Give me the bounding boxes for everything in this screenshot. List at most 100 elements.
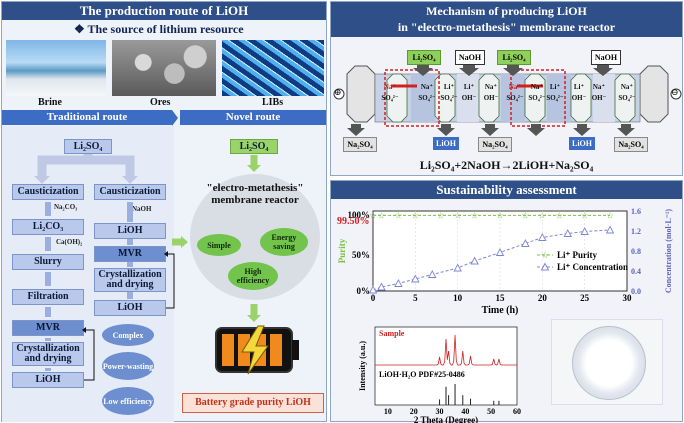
concentration-point bbox=[453, 263, 462, 272]
mechanism-title-line1: Mechanism of producing LiOH bbox=[426, 4, 587, 18]
cation-label: Li⁺ bbox=[549, 83, 561, 91]
col2-arrows bbox=[127, 202, 175, 309]
mechanism-title-line2: in "electro-metathesis" membrane reactor bbox=[397, 20, 616, 34]
x-tick-label: 30 bbox=[623, 293, 633, 303]
legend-purity-label: Li⁺ Purity bbox=[557, 250, 597, 260]
concentration-point bbox=[470, 256, 479, 265]
anion-label: SO₄²⁻ bbox=[418, 94, 436, 102]
mechanism-panel: Mechanism of producing LiOH in "electro-… bbox=[330, 1, 683, 176]
source-brine: Brine bbox=[38, 97, 62, 108]
y-left-tick-label: 0% bbox=[357, 286, 371, 296]
purity-point: ☆ bbox=[538, 210, 546, 220]
reagent-caoh2: Ca(OH)₂ bbox=[56, 238, 83, 246]
advantage-high-efficiency: High efficiency bbox=[228, 262, 278, 290]
col1-mvr: MVR bbox=[12, 320, 84, 336]
input-naoh-2: NaOH bbox=[591, 50, 621, 65]
production-route-title: The production route of LiOH bbox=[2, 2, 326, 20]
col2-causticization: Causticization bbox=[94, 184, 166, 200]
anion-label: OH⁻ bbox=[591, 94, 607, 102]
source-arrows bbox=[172, 110, 178, 126]
sample-trace bbox=[375, 334, 517, 366]
anion-label: SO₄²⁻ bbox=[440, 94, 458, 102]
cation-label: Li⁺ bbox=[443, 83, 455, 91]
xrd-x-tick-label: 10 bbox=[384, 407, 392, 416]
col1-causticization: Causticization bbox=[12, 184, 84, 200]
concentration-point bbox=[377, 282, 386, 291]
concentration-point bbox=[394, 279, 403, 287]
xrd-y-axis-label: Intensity (a.u.) bbox=[358, 341, 367, 391]
col1-arrows bbox=[45, 202, 95, 381]
xrd-x-tick-label: 50 bbox=[487, 407, 495, 416]
concentration-point bbox=[538, 233, 547, 241]
output-lioh-2: LiOH bbox=[569, 137, 595, 150]
ion-pair: Na⁺OH⁻ bbox=[481, 82, 501, 104]
lioh-sample-photo bbox=[551, 319, 663, 405]
traditional-route-header: Traditional route bbox=[2, 110, 172, 125]
y-right-tick-label: 0.8 bbox=[631, 247, 641, 256]
purity-point: ☆ bbox=[377, 210, 385, 220]
anode-symbol: ⊕ bbox=[334, 87, 342, 97]
concentration-point bbox=[368, 285, 378, 294]
purity-point: ☆ bbox=[581, 210, 589, 220]
advantage-simple: Simple bbox=[197, 234, 241, 256]
col2-lioh: LiOH bbox=[94, 223, 166, 239]
source-heading: ❖ The source of lithium resource bbox=[74, 22, 244, 36]
anion-label: SO₄²⁻ bbox=[546, 94, 564, 102]
x-axis-label: Time (h) bbox=[482, 305, 519, 316]
y-right-tick-label: 1.2 bbox=[631, 227, 641, 236]
col2-crystallization: Crystallization and drying bbox=[94, 268, 166, 292]
cation-label: Li⁺ bbox=[573, 83, 585, 91]
purity-point: ☆ bbox=[437, 210, 445, 220]
purity-point: ☆ bbox=[606, 210, 614, 220]
purity-point: ☆ bbox=[411, 210, 419, 220]
ion-pair: Na⁺SO₄²⁻ bbox=[505, 82, 525, 104]
ion-pair: Na⁺ SO₄²⁻ bbox=[417, 82, 437, 104]
output-na2so4-1: Na₂SO₄ bbox=[343, 137, 377, 152]
source-libs: LIBs bbox=[262, 97, 284, 108]
x-tick-label: 25 bbox=[580, 293, 590, 303]
concentration-point bbox=[411, 274, 420, 283]
anion-label: SO₄²⁻ bbox=[618, 94, 636, 102]
output-na2so4-3: Na₂SO₄ bbox=[614, 137, 648, 152]
advantage-energy-saving: Energy saving bbox=[260, 228, 308, 256]
cation-label: Na⁺ bbox=[420, 83, 434, 91]
cation-label: Na⁺ bbox=[530, 83, 544, 91]
ion-pair: Na⁺OH⁻ bbox=[589, 82, 609, 104]
input-li2so4-1: Li₂SO₄ bbox=[407, 50, 441, 65]
petri-dish bbox=[572, 326, 646, 400]
xrd-reference-label: LiOH·H₂O PDF#25-0486 bbox=[379, 370, 465, 379]
legend-concentration-label: Li⁺ Concentration bbox=[557, 262, 628, 272]
col1-slurry: Slurry bbox=[12, 254, 84, 270]
xrd-x-tick-label: 30 bbox=[436, 407, 444, 416]
drawback-complex: Complex bbox=[102, 324, 154, 346]
y-left-tick-label: 100% bbox=[348, 210, 371, 220]
xrd-sample-label: Sample bbox=[379, 329, 405, 338]
concentration-point bbox=[428, 270, 437, 278]
cation-label: Na⁺ bbox=[484, 83, 498, 91]
y-right-tick-label: 0.0 bbox=[631, 287, 641, 296]
y-left-tick-label: 50% bbox=[352, 250, 370, 260]
novel-arrows bbox=[172, 155, 261, 322]
y-right-tick-label: 0.4 bbox=[631, 267, 641, 276]
reagent-na2co3: Na₂CO₃ bbox=[54, 203, 78, 211]
cation-label: Na⁺ bbox=[620, 83, 634, 91]
cation-label: Li⁺ bbox=[463, 83, 475, 91]
col2-lioh-final: LiOH bbox=[94, 300, 166, 316]
split-arrows bbox=[34, 154, 138, 184]
input-naoh-1: NaOH bbox=[455, 50, 485, 65]
xrd-x-tick-label: 20 bbox=[410, 407, 418, 416]
ion-pair: Li⁺OH⁻ bbox=[569, 82, 589, 104]
libs-image bbox=[222, 40, 324, 96]
ion-pair: Na⁺ SO₄²⁻ bbox=[617, 82, 637, 104]
reagent-naoh: NaOH bbox=[132, 205, 152, 213]
purity-point: ☆ bbox=[555, 210, 563, 220]
x-tick-label: 20 bbox=[538, 293, 548, 303]
cation-label: Na⁺ bbox=[508, 83, 522, 91]
col1-lioh: LiOH bbox=[12, 372, 84, 388]
concentration-point bbox=[563, 229, 572, 237]
ores-image bbox=[112, 40, 216, 96]
concentration-point bbox=[580, 227, 589, 235]
concentration-point bbox=[495, 248, 505, 256]
